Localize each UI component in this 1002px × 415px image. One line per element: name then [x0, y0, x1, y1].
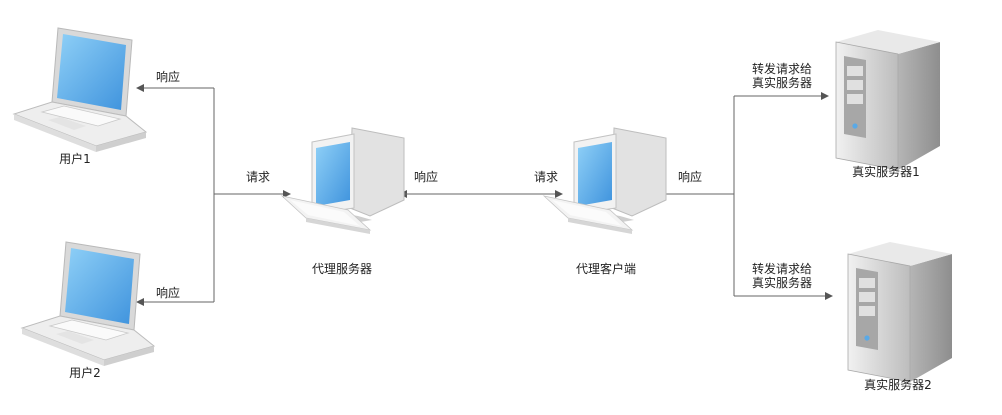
edge-label-response-user2: 响应 [156, 286, 181, 300]
edge-label-response-user1: 响应 [156, 70, 181, 84]
real-server2-label: 真实服务器2 [864, 378, 932, 392]
real-server2-tower-icon [847, 241, 953, 383]
proxy-client-desktop-icon [543, 127, 667, 235]
user1-label: 用户1 [59, 152, 91, 166]
forward-server2-line1: 转发请求给 [752, 262, 813, 276]
connectors [136, 84, 833, 306]
forward-server2-line2: 真实服务器 [752, 276, 813, 290]
edge-label-request-client: 请求 [534, 170, 559, 184]
forward-server1-line2: 真实服务器 [752, 76, 813, 90]
user1-laptop-icon [13, 27, 147, 153]
edge-label-response-to-client: 响应 [678, 170, 703, 184]
edge-label-forward-server2: 转发请求给 真实服务器 [752, 262, 812, 290]
user2-label: 用户2 [69, 366, 101, 380]
forward-server1-line1: 转发请求给 [752, 62, 813, 76]
proxy-client-label: 代理客户端 [575, 262, 637, 276]
proxy-server-desktop-icon [281, 127, 405, 235]
edge-label-forward-server1: 转发请求给 真实服务器 [752, 62, 812, 90]
real-server1-tower-icon [835, 29, 941, 171]
edge-label-request-to-proxy: 请求 [246, 170, 271, 184]
edge-label-response-proxy: 响应 [414, 170, 439, 184]
proxy-server-label: 代理服务器 [311, 262, 373, 276]
real-server1-label: 真实服务器1 [852, 165, 920, 179]
user2-laptop-icon [21, 241, 155, 367]
